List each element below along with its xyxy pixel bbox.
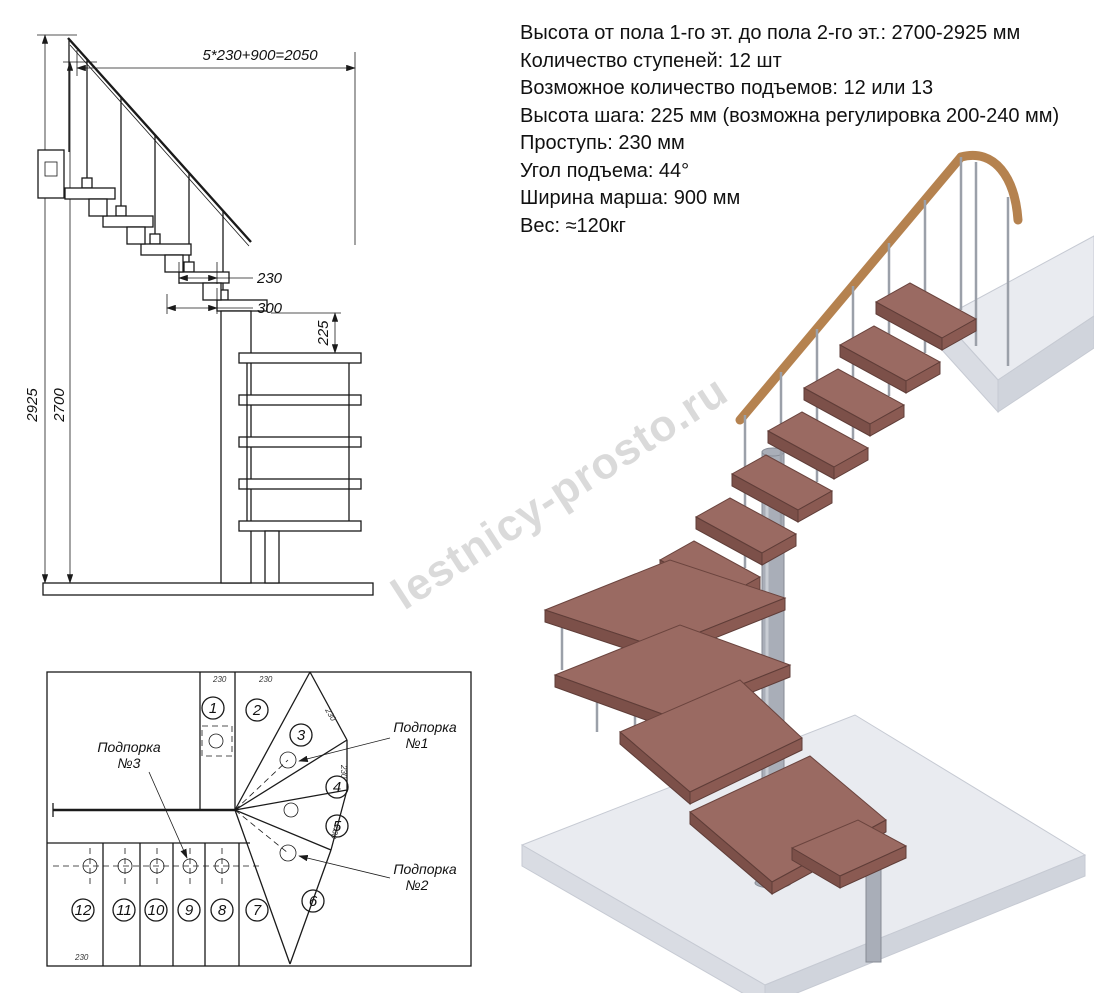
step-number-4: 4 xyxy=(325,775,349,799)
step-number-12: 12 xyxy=(71,898,95,922)
step-number-2: 2 xyxy=(245,698,269,722)
spec-line: Проступь: 230 мм xyxy=(520,132,685,154)
svg-text:Подпорка: Подпорка xyxy=(393,719,457,735)
dim-230-label: 230 xyxy=(256,270,283,287)
dim-rise-225: 225 xyxy=(271,312,341,354)
spec-line: Вес: ≈120кг xyxy=(520,214,626,237)
specs-block: Высота от пола 1-го эт. до пола 2-го эт.… xyxy=(520,20,1080,240)
tread xyxy=(766,411,870,480)
svg-text:8: 8 xyxy=(218,902,227,919)
plan-flight-lines xyxy=(102,843,240,966)
step-number-8: 8 xyxy=(210,898,234,922)
entry-step xyxy=(790,819,908,889)
step-number-7: 7 xyxy=(245,898,269,922)
svg-text:4: 4 xyxy=(333,779,341,796)
support-label-3: Подпорка №3 xyxy=(97,739,188,859)
spec-line: Возможное количество подъемов: 12 или 13 xyxy=(520,77,934,99)
svg-text:230: 230 xyxy=(339,764,348,779)
svg-text:Подпорка: Подпорка xyxy=(97,739,161,755)
dim-2050-label: 5*230+900=2050 xyxy=(202,47,318,64)
tread xyxy=(838,325,942,394)
winder-treads xyxy=(543,559,908,896)
svg-text:230: 230 xyxy=(212,675,227,684)
svg-text:10: 10 xyxy=(148,902,165,919)
svg-text:№1: №1 xyxy=(406,735,429,751)
svg-text:230: 230 xyxy=(258,675,273,684)
tread xyxy=(730,454,834,523)
svg-text:№2: №2 xyxy=(406,877,429,893)
upper-flight xyxy=(658,282,978,609)
step-number-6: 6 xyxy=(301,889,325,913)
tread xyxy=(694,497,798,566)
spec-line: Угол подъема: 44° xyxy=(520,159,690,182)
plan-drawing: 230 230 230 230 230 230 1 2 3 4 5 6 7 8 … xyxy=(46,671,472,967)
step-number-5: 5 xyxy=(325,814,349,838)
svg-text:1: 1 xyxy=(209,700,217,717)
dim-2925-label: 2925 xyxy=(25,388,41,423)
dim-clear-height: 2700 xyxy=(51,61,97,584)
plan-outline xyxy=(46,671,472,967)
dim-top-width: 5*230+900=2050 xyxy=(76,47,356,245)
svg-text:2: 2 xyxy=(252,702,262,719)
step-number-11: 11 xyxy=(112,898,136,922)
svg-text:5: 5 xyxy=(333,818,342,835)
svg-text:6: 6 xyxy=(309,893,318,910)
svg-text:3: 3 xyxy=(297,727,306,744)
dim-225-label: 225 xyxy=(315,320,332,347)
support-label-2: Подпорка №2 xyxy=(298,854,457,893)
elevation-drawing: 2925 2700 5*230+900=2050 xyxy=(25,34,374,596)
tread xyxy=(802,368,906,437)
spec-line: Высота шага: 225 мм (возможна регулировк… xyxy=(520,104,1060,127)
plan-construction-lines xyxy=(53,725,299,884)
stair-3d-render xyxy=(520,150,1094,993)
tread xyxy=(874,282,978,351)
winder-tread xyxy=(619,679,803,806)
plan-handrail-line xyxy=(52,803,235,817)
dim-300-label: 300 xyxy=(257,300,283,317)
dim-tread-230: 230 xyxy=(178,262,283,287)
svg-text:7: 7 xyxy=(253,902,262,919)
svg-text:9: 9 xyxy=(185,902,194,919)
dim-2700-label: 2700 xyxy=(51,388,68,423)
stair-profile xyxy=(37,37,362,584)
svg-text:11: 11 xyxy=(116,902,132,919)
step-number-9: 9 xyxy=(177,898,201,922)
step-number-10: 10 xyxy=(144,898,168,922)
support-label-1: Подпорка №1 xyxy=(298,719,457,762)
spec-line: Количество ступеней: 12 шт xyxy=(520,49,782,72)
spec-line: Ширина марша: 900 мм xyxy=(520,187,741,209)
top-platform xyxy=(941,235,1094,414)
plan-edge-dims: 230 230 230 230 230 230 xyxy=(74,675,348,962)
spec-line: Высота от пола 1-го эт. до пола 2-го эт.… xyxy=(520,22,1021,44)
dim-total-height: 2925 xyxy=(25,34,77,584)
svg-text:12: 12 xyxy=(75,902,92,919)
svg-text:Подпорка: Подпорка xyxy=(393,861,457,877)
step-number-3: 3 xyxy=(289,723,313,747)
svg-text:230: 230 xyxy=(74,953,89,962)
step-number-1: 1 xyxy=(201,696,225,720)
ground-line xyxy=(42,582,374,596)
svg-text:№3: №3 xyxy=(118,755,141,771)
